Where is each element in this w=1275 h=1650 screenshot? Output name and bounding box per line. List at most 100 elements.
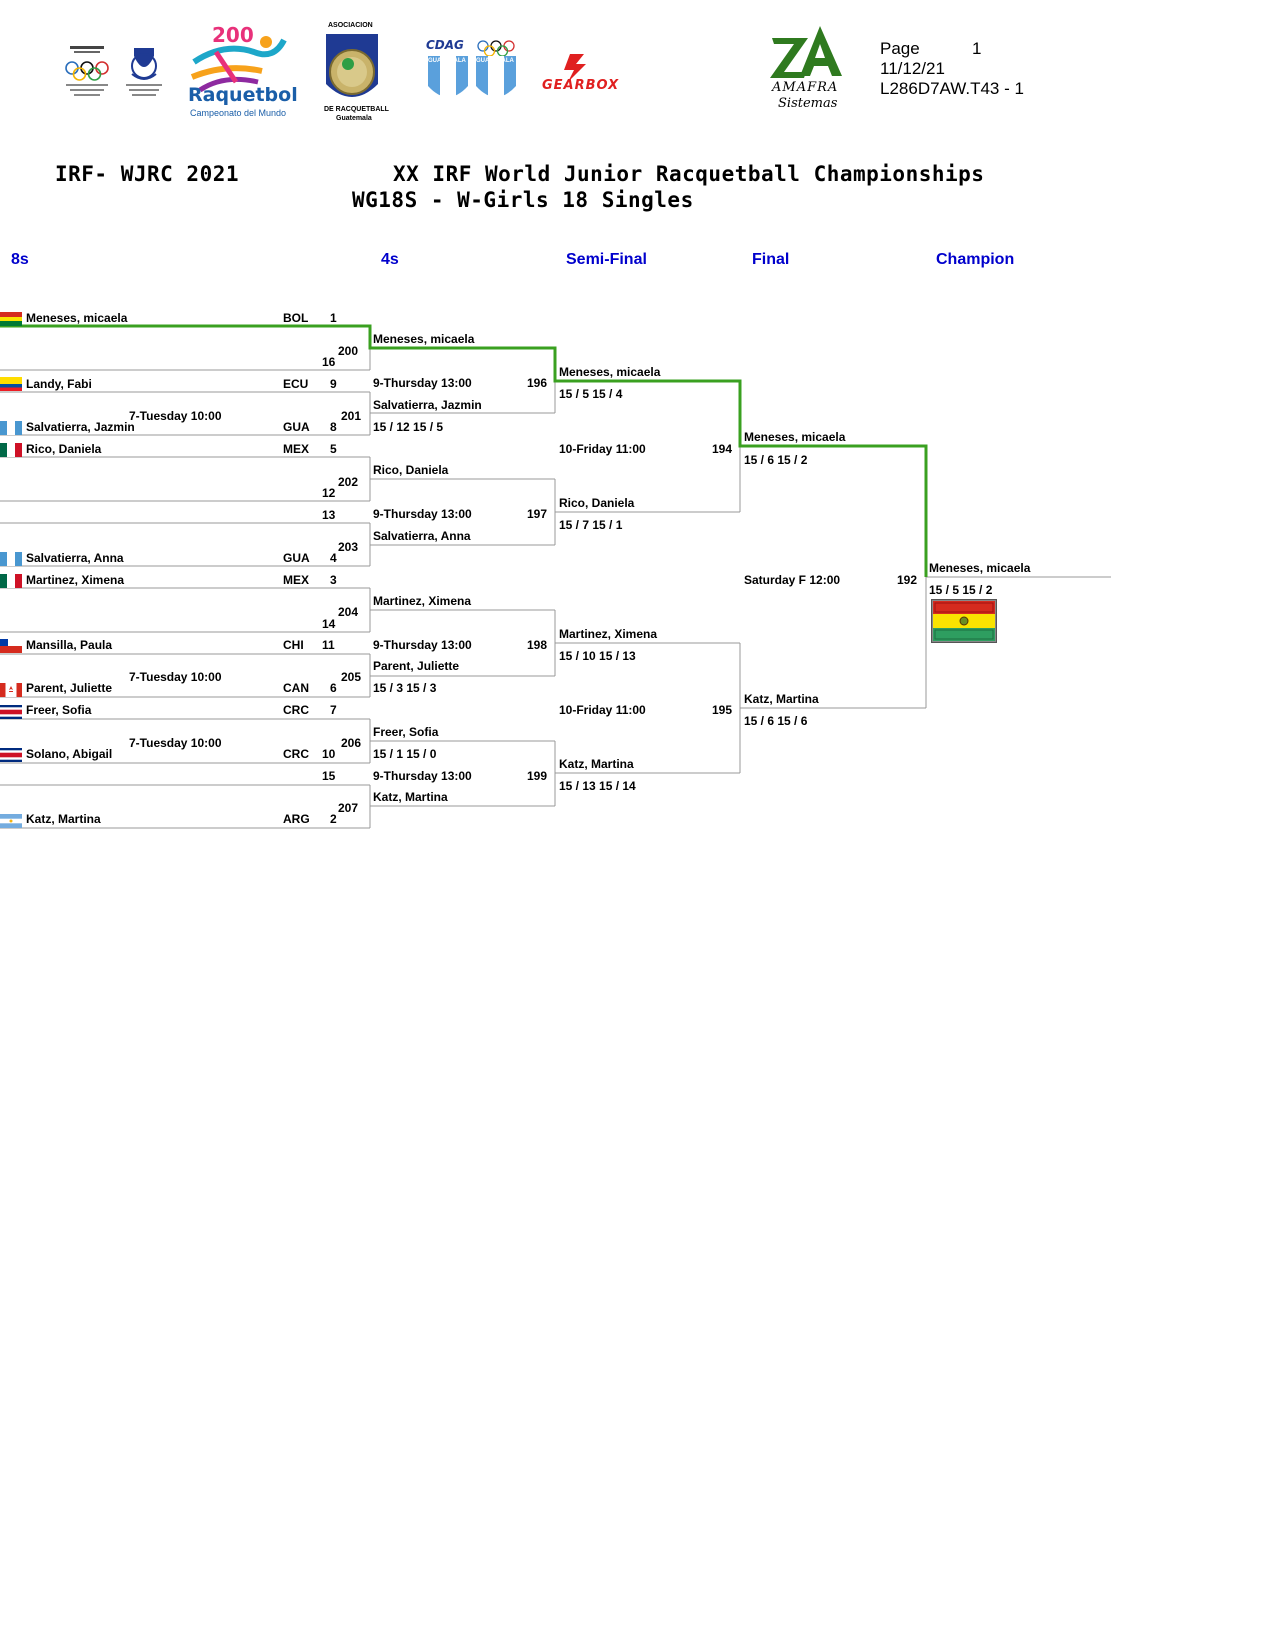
flag-mexico-icon	[0, 574, 22, 588]
qf-match-199-number: 199	[527, 769, 548, 783]
final-player-2-score: 15 / 6 15 / 6	[744, 714, 808, 728]
sf-player-1-name: Meneses, micaela	[559, 365, 661, 379]
sf-match-195-number: 195	[712, 703, 733, 717]
r16-player-8-country: GUA	[283, 551, 310, 565]
r16-player-11-country: CHI	[283, 638, 304, 652]
r16-match-201-time: 7-Tuesday 10:00	[129, 409, 222, 423]
r16-player-1-country: BOL	[283, 311, 309, 325]
flag-argentina-icon	[0, 814, 22, 828]
r16-player-5-name: Rico, Daniela	[26, 442, 102, 456]
sf-player-2-name: Rico, Daniela	[559, 496, 635, 510]
cdag-logo: CDAG GUATEMALA	[426, 38, 470, 110]
r16-player-16-seed: 2	[330, 812, 337, 826]
r16-player-6-seed: 12	[322, 486, 336, 500]
qf-player-2-name: Salvatierra, Jazmin	[373, 398, 482, 412]
final-match-time: Saturday F 12:00	[744, 573, 841, 587]
qf-match-199-time: 9-Thursday 13:00	[373, 769, 472, 783]
round-header-champion: Champion	[936, 251, 1015, 268]
flag-ecuador-icon	[0, 377, 22, 391]
flag-costa-rica-icon	[0, 705, 22, 719]
champion-flag-bolivia-icon	[931, 599, 997, 643]
champion-name: Meneses, micaela	[929, 561, 1031, 575]
r16-player-2-seed: 16	[322, 355, 336, 369]
final-player-2-name: Katz, Martina	[744, 692, 819, 706]
qf-player-6-score: 15 / 3 15 / 3	[373, 681, 437, 695]
r16-player-12-seed: 6	[330, 681, 337, 695]
flag-guatemala-icon	[0, 421, 22, 435]
r16-match-203-number: 203	[338, 540, 359, 554]
final-match-number: 192	[897, 573, 918, 587]
guatemala-text-1: GUATEMALA	[428, 58, 466, 64]
qf-player-7-name: Freer, Sofia	[373, 725, 439, 739]
flag-mexico-icon	[0, 443, 22, 457]
r16-player-9-seed: 3	[330, 573, 337, 587]
r16-player-1-seed: 1	[330, 311, 337, 325]
r16-player-5-seed: 5	[330, 442, 337, 456]
r16-player-4-name: Salvatierra, Jazmin	[26, 420, 135, 434]
r16-match-206-number: 206	[341, 736, 362, 750]
champion-score: 15 / 5 15 / 2	[929, 583, 993, 597]
sf-match-194-number: 194	[712, 442, 733, 456]
sistemas-text: Sistemas	[778, 96, 838, 111]
flag-guatemala-icon	[0, 552, 22, 566]
r16-player-9-name: Martinez, Ximena	[26, 573, 125, 587]
anr-city-text: Guatemala	[336, 115, 372, 122]
raquetbol-text: Raquetbol	[188, 84, 298, 106]
final-player-1-score: 15 / 6 15 / 2	[744, 453, 808, 467]
olympic-guatemala-logo: GUATEMALA	[474, 38, 518, 110]
amafra-text: AMAFRA	[772, 80, 839, 95]
r16-match-204-number: 204	[338, 605, 359, 619]
ministry-crest-logo	[122, 44, 166, 102]
r16-player-3-country: ECU	[283, 377, 309, 391]
report-code: L286D7AW.T43 - 1	[880, 79, 1024, 98]
division-title: WG18S - W-Girls 18 Singles	[352, 188, 694, 212]
raquetbol-200-logo: 200 Raquetbol Campeonato del Mundo	[186, 22, 298, 126]
r16-player-11-seed: 11	[322, 638, 335, 652]
qf-player-4-name: Salvatierra, Anna	[373, 529, 471, 543]
qf-match-198-number: 198	[527, 638, 548, 652]
r16-player-12-name: Parent, Juliette	[26, 681, 113, 695]
qf-player-1-name: Meneses, micaela	[373, 332, 475, 346]
r16-player-5-country: MEX	[283, 442, 310, 456]
r16-player-16-country: ARG	[283, 812, 310, 826]
olympic-committee-logo	[62, 44, 112, 102]
flag-bolivia-icon	[0, 312, 22, 326]
tournament-full-title: XX IRF World Junior Racquetball Champion…	[393, 162, 985, 186]
r16-player-9-country: MEX	[283, 573, 310, 587]
round-header-8s: 8s	[11, 251, 29, 268]
qf-player-8-name: Katz, Martina	[373, 790, 448, 804]
r16-match-205-time: 7-Tuesday 10:00	[129, 670, 222, 684]
flag-canada-icon	[0, 683, 22, 697]
r16-player-10-seed: 14	[322, 617, 336, 631]
anr-bottom-text: DE RACQUETBALL	[324, 106, 389, 113]
r16-player-14-name: Solano, Abigail	[26, 747, 113, 761]
qf-match-196-number: 196	[527, 376, 548, 390]
gearbox-logo: GEARBOX	[540, 52, 626, 96]
sf-player-2-score: 15 / 7 15 / 1	[559, 518, 623, 532]
qf-player-2-score: 15 / 12 15 / 5	[373, 420, 444, 434]
tournament-short-title: IRF- WJRC 2021	[55, 162, 240, 186]
qf-match-197-time: 9-Thursday 13:00	[373, 507, 472, 521]
raquetbol-subtitle: Campeonato del Mundo	[190, 108, 287, 118]
flag-costa-rica-icon	[0, 748, 22, 762]
r16-match-201-number: 201	[341, 409, 362, 423]
r16-player-11-name: Mansilla, Paula	[26, 638, 113, 652]
r16-match-207-number: 207	[338, 801, 359, 815]
r16-player-12-country: CAN	[283, 681, 309, 695]
cdag-text: CDAG	[426, 38, 464, 52]
r16-player-8-name: Salvatierra, Anna	[26, 551, 124, 565]
r16-player-13-seed: 7	[330, 703, 337, 717]
qf-player-7-score: 15 / 1 15 / 0	[373, 747, 437, 761]
svg-text:200: 200	[212, 23, 254, 47]
flag-chile-icon	[0, 639, 22, 653]
sf-player-1-score: 15 / 5 15 / 4	[559, 387, 623, 401]
page-label: Page	[880, 39, 920, 58]
r16-match-205-number: 205	[341, 670, 362, 684]
r16-match-202-number: 202	[338, 475, 359, 489]
sf-match-194-time: 10-Friday 11:00	[559, 442, 646, 456]
r16-player-3-name: Landy, Fabi	[26, 377, 92, 391]
gearbox-text: GEARBOX	[542, 78, 620, 93]
sf-player-4-name: Katz, Martina	[559, 757, 634, 771]
qf-player-6-name: Parent, Juliette	[373, 659, 460, 673]
